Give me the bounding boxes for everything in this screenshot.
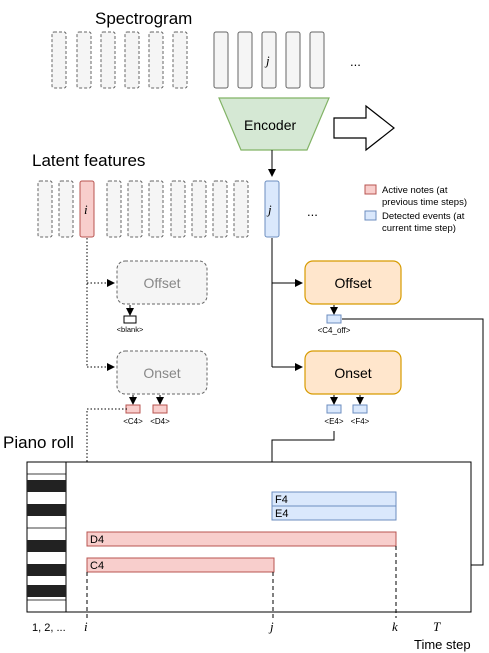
latent-frame	[212, 180, 228, 238]
legend-swatch-active	[364, 184, 377, 195]
legend-swatch-detected	[364, 210, 377, 221]
axis-k-label: k	[392, 619, 398, 634]
pitch-ticks-label: 1, 2, ...	[32, 622, 66, 634]
latent-frame	[127, 180, 143, 238]
piano-roll-title: Piano roll	[3, 433, 74, 452]
left-offset-decoder	[116, 260, 208, 305]
left-onset-token-box-1	[125, 404, 141, 414]
spectrogram-frame	[237, 31, 253, 89]
spectrogram-frame	[76, 31, 92, 89]
legend: Active notes (at previous time steps) De…	[364, 184, 467, 234]
right-onset-token-2: <F4>	[351, 417, 370, 426]
prev-onset-to-piano-dotted	[83, 408, 127, 549]
spectrogram-frame	[285, 31, 301, 89]
left-offset-token: <blank>	[117, 325, 144, 334]
note-label-f4: F4	[275, 494, 288, 506]
spectrogram-frame	[100, 31, 116, 89]
right-offset-token: <C4_off>	[318, 326, 351, 335]
latent-frame	[106, 180, 122, 238]
spectrogram-ellipsis: ...	[350, 54, 361, 69]
encoder-label: Encoder	[244, 117, 296, 133]
left-onset-token-2: <D4>	[150, 417, 170, 426]
encoder-block	[218, 97, 330, 151]
latent-frame-i	[79, 180, 95, 238]
left-onset-token-box-2	[152, 404, 168, 414]
spectrogram-title: Spectrogram	[95, 9, 192, 28]
latent-title: Latent features	[32, 151, 145, 170]
latent-j-label: j	[266, 202, 272, 217]
note-bar-c4	[86, 557, 275, 573]
piano-key-black	[27, 504, 66, 516]
piano-key-black	[27, 585, 66, 597]
left-offset-token-box	[123, 315, 137, 324]
time-step-label: Time step	[414, 637, 471, 652]
left-offset-label: Offset	[143, 275, 180, 291]
left-onset-label: Onset	[143, 365, 180, 381]
right-offset-label: Offset	[334, 275, 371, 291]
right-onset-label: Onset	[334, 365, 371, 381]
encoder-hollow-arrow	[333, 104, 395, 152]
spectrogram-frame	[124, 31, 140, 89]
latent-frame-j	[264, 180, 280, 238]
note-bar-e4	[271, 505, 397, 521]
latent-frame	[148, 180, 164, 238]
spectrogram-frames	[51, 31, 325, 89]
right-onset-token-box-2	[352, 404, 368, 414]
spectrogram-frame	[172, 31, 188, 89]
note-label-c4: C4	[90, 560, 104, 572]
legend-detected-text-1: Detected events (at	[382, 211, 465, 222]
spectrogram-frame-j	[261, 31, 277, 89]
right-onset-token-1: <E4>	[324, 417, 343, 426]
axis-i-label: i	[84, 619, 88, 634]
axis-j-label: j	[268, 619, 274, 634]
legend-active-text-2: previous time steps)	[382, 197, 467, 208]
note-bar-f4	[271, 491, 397, 507]
spectrogram-frame	[148, 31, 164, 89]
latent-frame	[233, 180, 249, 238]
note-bar-d4	[86, 531, 397, 547]
piano-key-black	[27, 564, 66, 576]
piano-keys	[26, 461, 67, 613]
right-offset-decoder	[304, 260, 402, 305]
latent-frame	[170, 180, 186, 238]
piano-key-black	[27, 540, 66, 552]
latent-i-label: i	[84, 202, 88, 217]
right-offset-token-box	[326, 314, 342, 324]
spectrogram-frame	[51, 31, 67, 89]
legend-detected-text-2: current time step)	[382, 223, 456, 234]
spectrogram-j-label: j	[264, 53, 270, 68]
piano-key-black	[27, 480, 66, 492]
spectrogram-frame	[213, 31, 229, 89]
note-label-d4: D4	[90, 534, 104, 546]
spectrogram-frame	[309, 31, 325, 89]
left-onset-token-1: <C4>	[123, 417, 143, 426]
note-label-e4: E4	[275, 508, 288, 520]
axis-T-label: T	[433, 619, 441, 634]
left-onset-decoder	[116, 350, 208, 395]
latent-frames	[37, 180, 280, 238]
latent-frame	[191, 180, 207, 238]
right-onset-token-box-1	[326, 404, 342, 414]
latent-ellipsis: ...	[307, 204, 318, 219]
latent-frame	[37, 180, 53, 238]
right-onset-decoder	[304, 350, 402, 395]
latent-frame	[58, 180, 74, 238]
legend-active-text-1: Active notes (at	[382, 185, 448, 196]
